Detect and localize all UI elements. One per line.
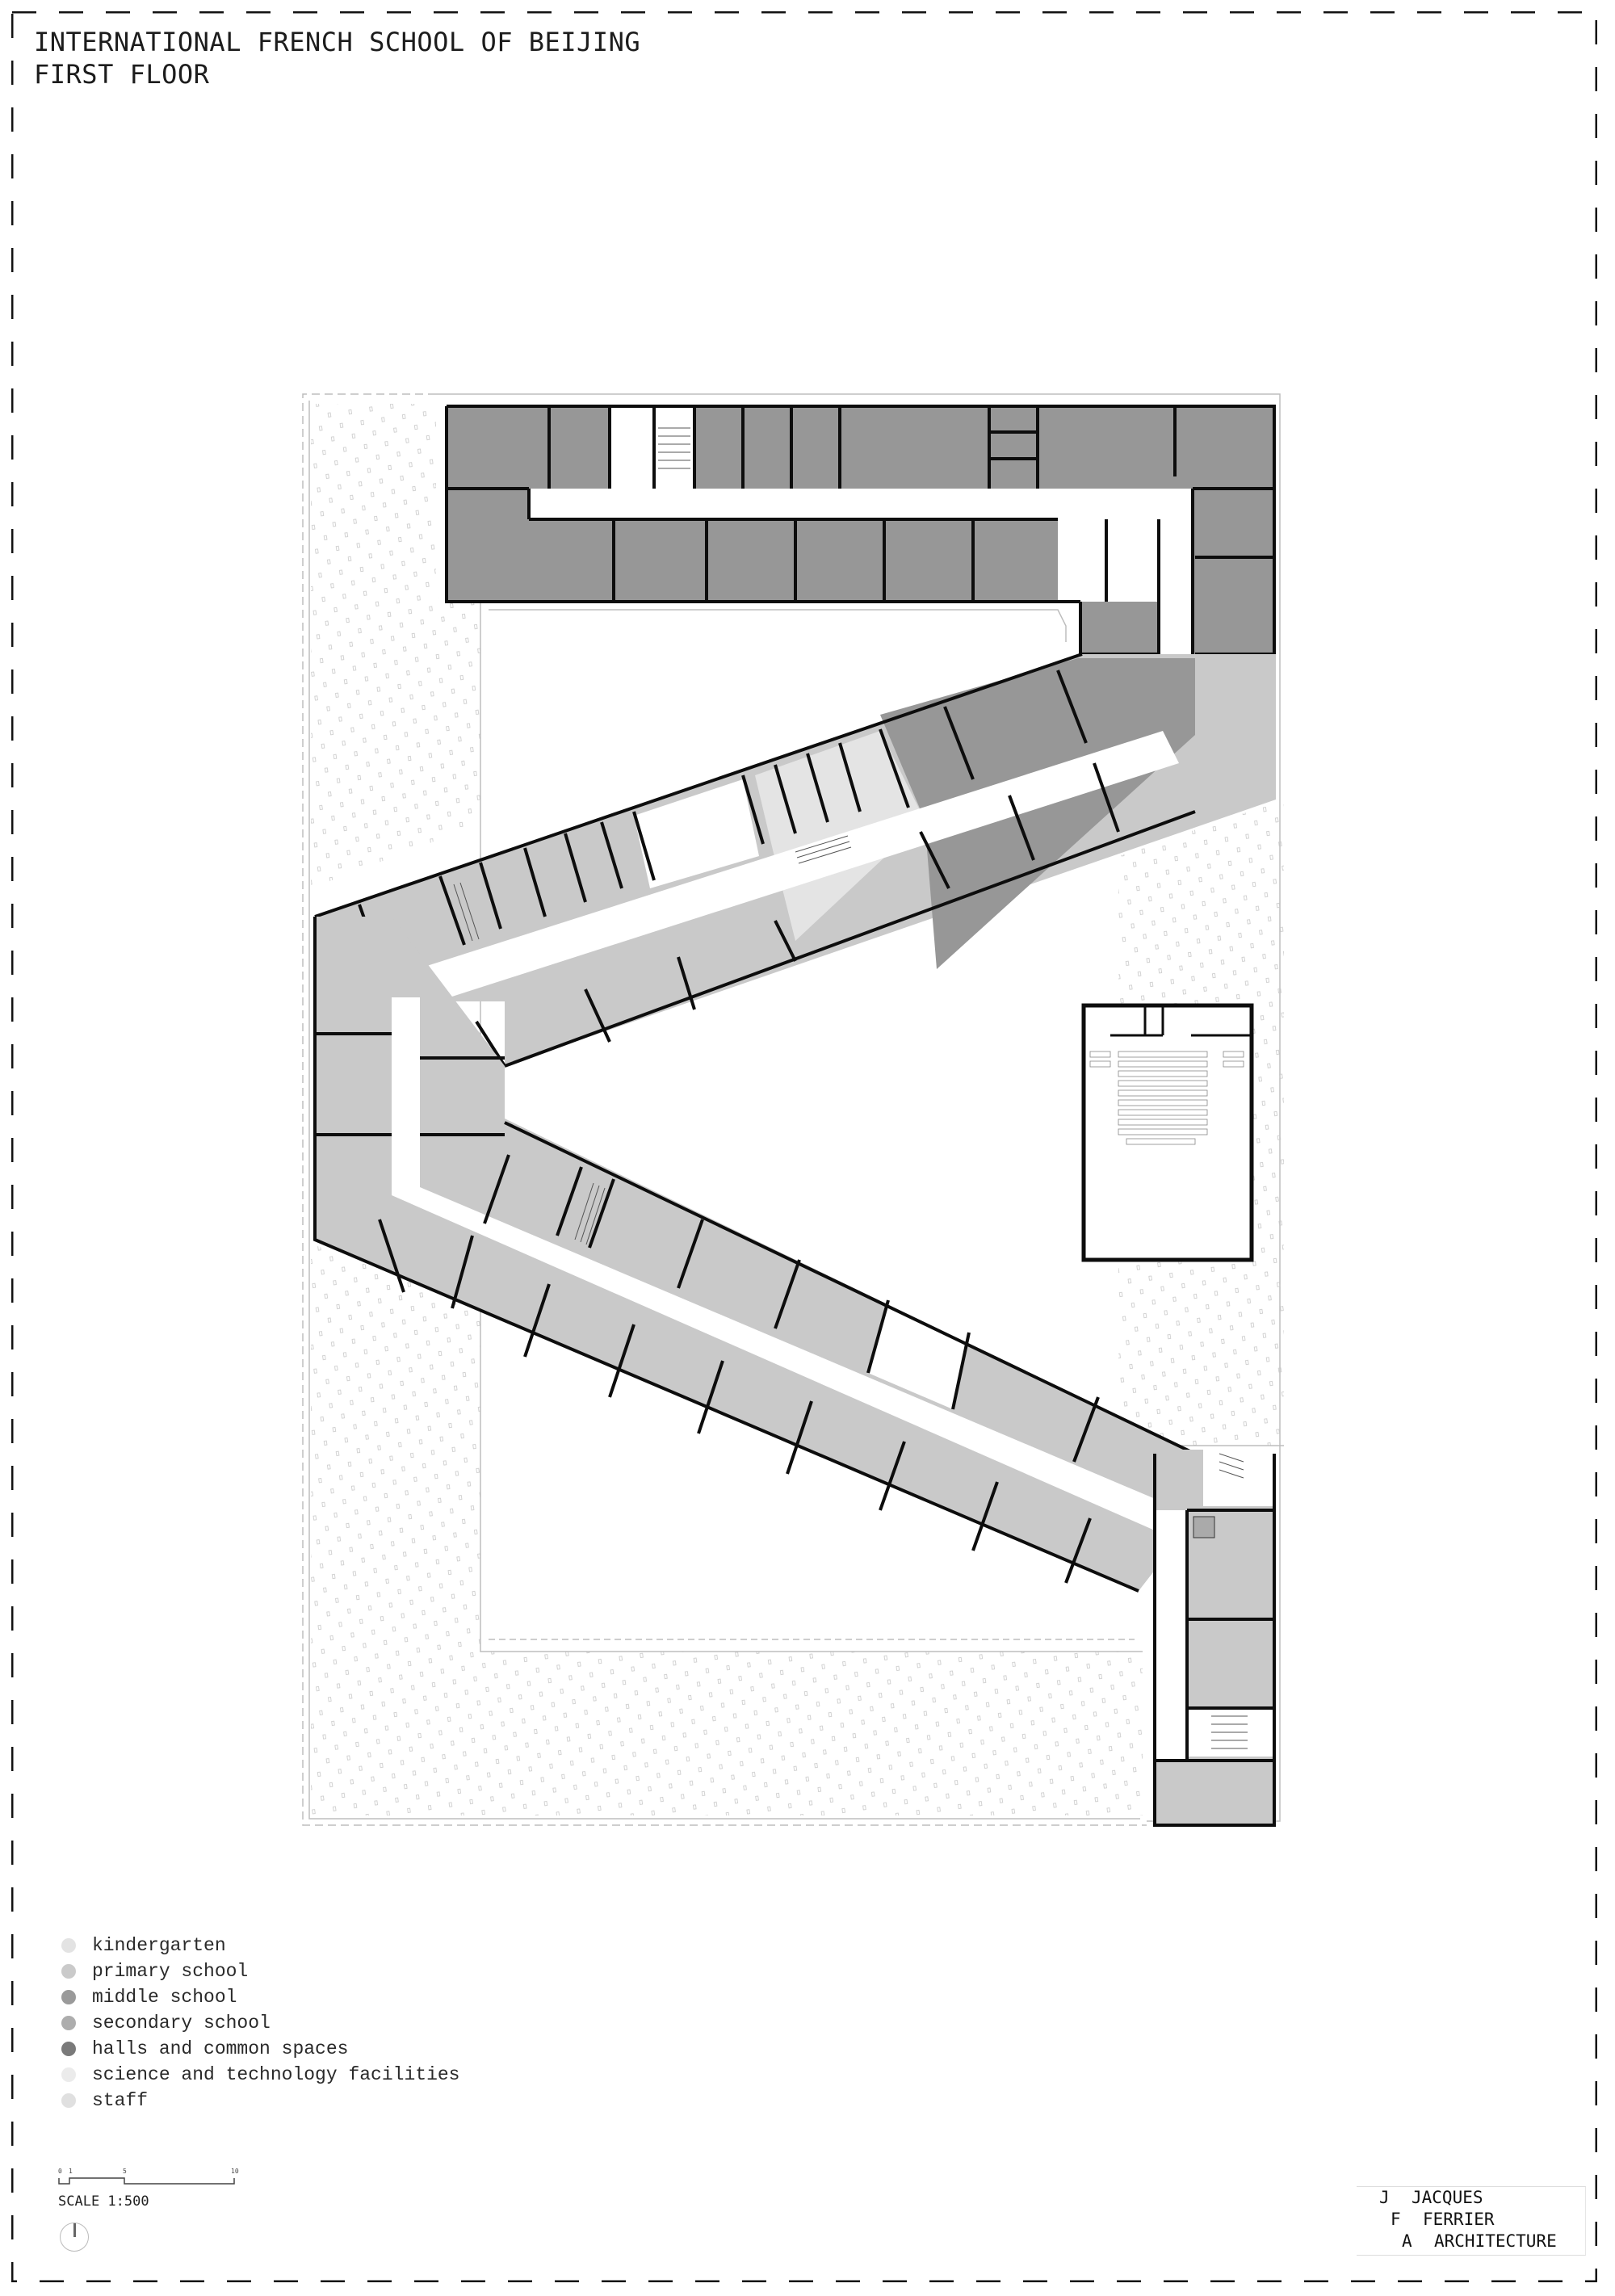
firm-word: FERRIER <box>1423 2210 1495 2229</box>
legend-label: primary school <box>92 1961 249 1982</box>
se-stair-top <box>1203 1450 1276 1506</box>
upper-wing-stair <box>453 835 852 942</box>
firm-initial: J <box>1379 2188 1390 2207</box>
legend-label: kindergarten <box>92 1935 226 1956</box>
lower-diagonal-wing <box>313 917 1196 1593</box>
legend-dot-icon <box>61 1938 76 1953</box>
title-block: INTERNATIONAL FRENCH SCHOOL OF BEIJING F… <box>34 26 640 90</box>
north-toilet-core <box>1058 519 1159 602</box>
east-wing-block <box>1193 489 1274 654</box>
scale-tick: 0 <box>58 2168 62 2175</box>
legend-label: halls and common spaces <box>92 2038 349 2059</box>
legend-item-halls: halls and common spaces <box>58 2036 459 2062</box>
legend-label: staff <box>92 2090 149 2111</box>
south-east-wing <box>1153 1450 1276 1827</box>
north-wing <box>445 405 1276 800</box>
legend-dot-icon <box>61 2093 76 2108</box>
lower-wing-stair <box>574 1182 606 1245</box>
north-stair-core <box>610 406 694 489</box>
upper-wing-corridor <box>392 731 1179 1009</box>
landscape-west <box>311 404 480 888</box>
west-inner-corridor <box>392 997 420 1187</box>
floor-title: FIRST FLOOR <box>34 59 210 90</box>
scale-bar <box>58 2177 235 2185</box>
lower-wing-core <box>868 1300 969 1409</box>
legend-label: science and technology facilities <box>92 2064 460 2085</box>
lower-wing-corridor <box>392 1163 1163 1530</box>
legend-item-secondary-school: secondary school <box>58 2010 459 2036</box>
project-title: INTERNATIONAL FRENCH SCHOOL OF BEIJING <box>34 27 641 57</box>
se-stair-treads <box>1211 1453 1248 1749</box>
firm-initial: F <box>1391 2210 1401 2229</box>
se-corridor <box>1155 1510 1187 1761</box>
legend-dot-icon <box>61 2067 76 2082</box>
lower-wing-footprint <box>315 917 1195 1591</box>
legend-item-middle-school: middle school <box>58 1984 459 2010</box>
legend-item-science: science and technology facilities <box>58 2062 459 2088</box>
scale-tick: 1 <box>69 2168 73 2175</box>
scale-label: SCALE 1:500 <box>58 2193 149 2210</box>
legend-label: secondary school <box>92 2013 271 2034</box>
north-corridor <box>529 489 1191 519</box>
firm-word: ARCHITECTURE <box>1434 2231 1557 2251</box>
upper-wing-core <box>634 779 759 888</box>
legend-label: middle school <box>92 1987 237 2008</box>
legend: kindergarten primary school middle schoo… <box>58 1933 459 2113</box>
north-stair <box>658 427 690 469</box>
legend-item-kindergarten: kindergarten <box>58 1933 459 1958</box>
legend-dot-icon <box>61 1964 76 1979</box>
scale-tick: 10 <box>231 2168 239 2175</box>
auditorium-seating <box>1089 1051 1244 1145</box>
auditorium <box>1081 1003 1254 1262</box>
firm-line-2: F FERRIER <box>1357 2209 1585 2231</box>
firm-line-1: J JACQUES <box>1357 2187 1585 2209</box>
landscape-west-lower <box>311 1244 1143 1815</box>
legend-dot-icon <box>61 2016 76 2030</box>
firm-block: J JACQUES F FERRIER A ARCHITECTURE <box>1357 2186 1586 2256</box>
legend-item-primary-school: primary school <box>58 1958 459 1984</box>
legend-item-staff: staff <box>58 2088 459 2113</box>
upper-wing-middle-school <box>880 658 1195 969</box>
legend-dot-icon <box>61 2042 76 2056</box>
firm-line-3: A ARCHITECTURE <box>1357 2231 1585 2252</box>
legend-dot-icon <box>61 1990 76 2004</box>
north-arrow-icon <box>60 2223 89 2252</box>
scale-tick: 5 <box>123 2168 127 2175</box>
elevator-icon <box>1193 1516 1215 1538</box>
firm-initial: A <box>1402 2231 1412 2251</box>
firm-word: JACQUES <box>1412 2188 1483 2207</box>
north-needle <box>73 2223 76 2237</box>
